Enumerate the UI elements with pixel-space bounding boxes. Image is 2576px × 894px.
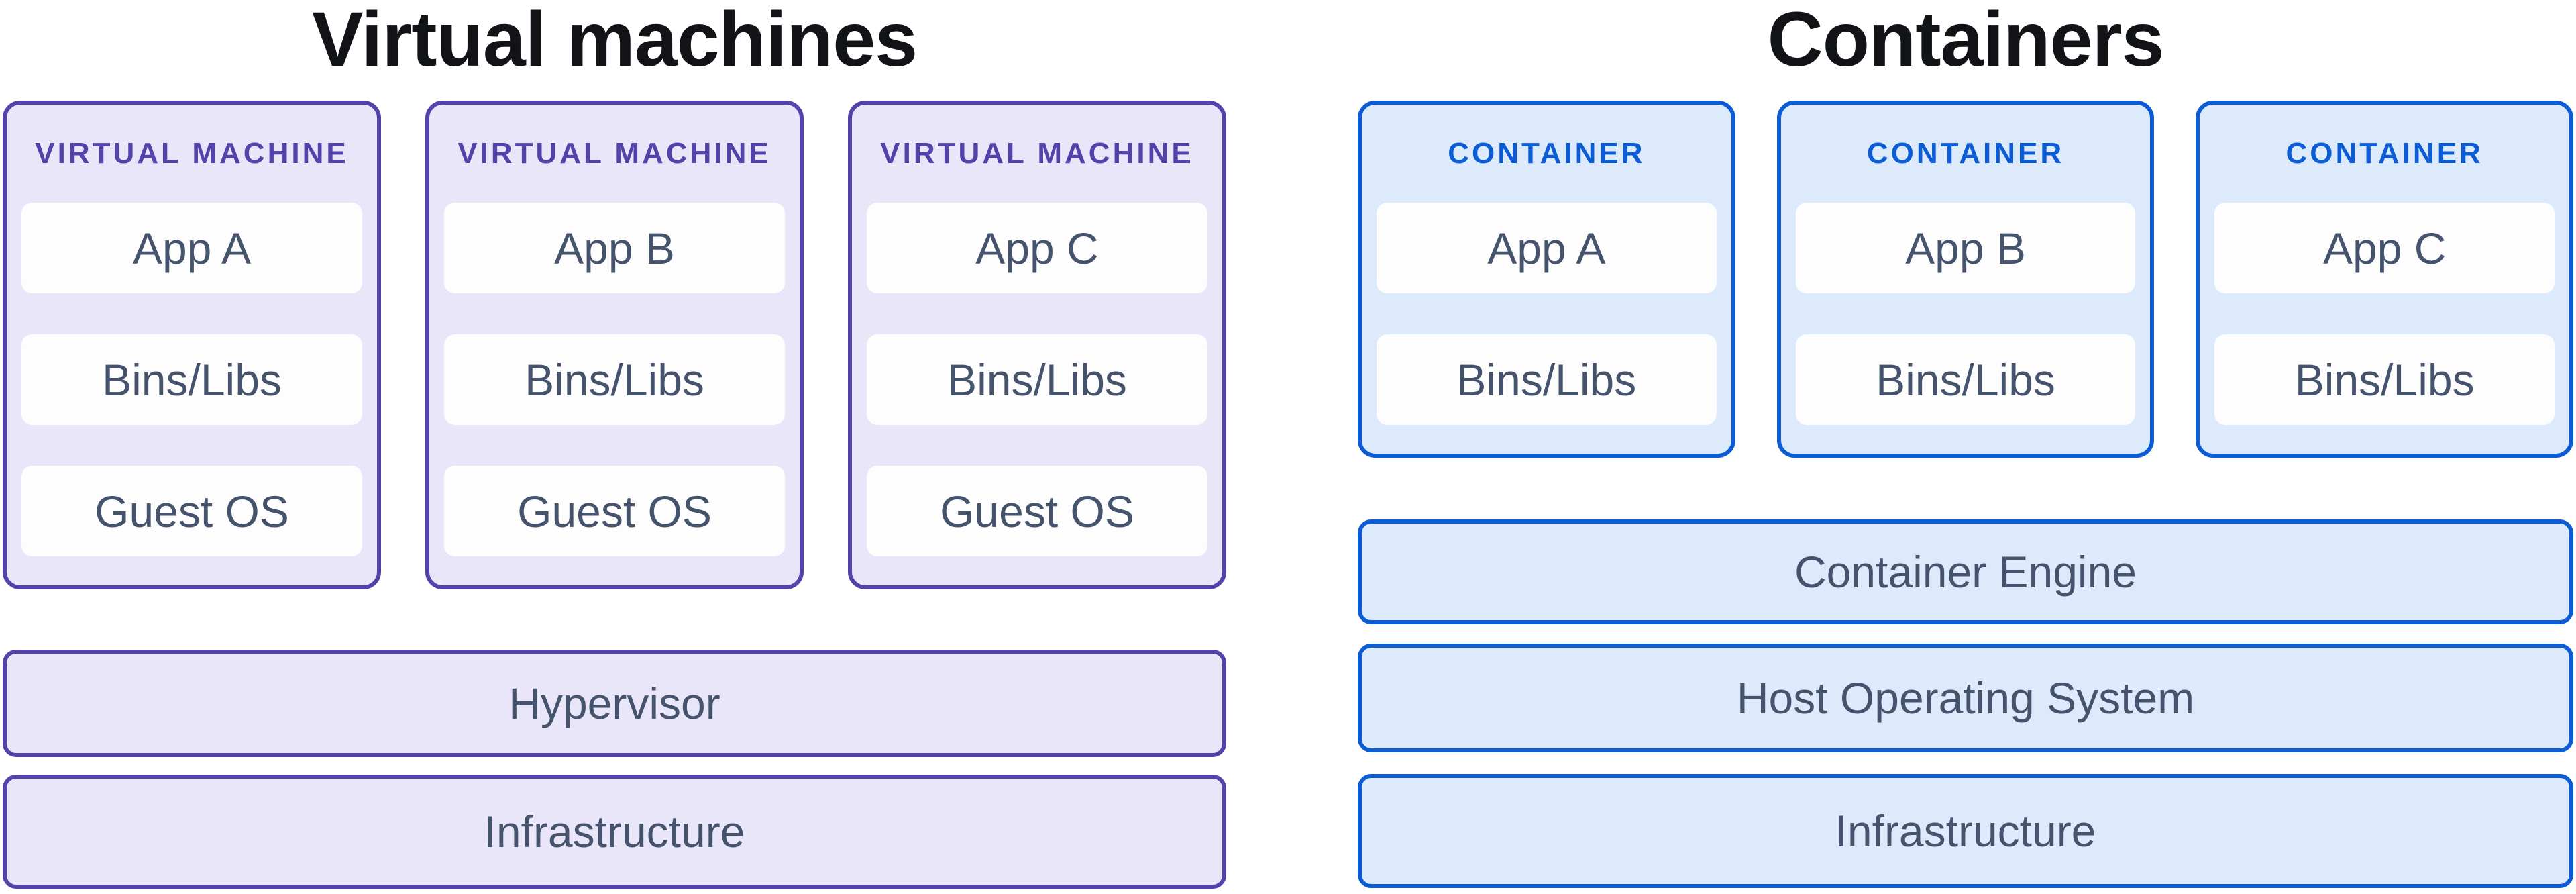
vm-card-3-guestos-box: Guest OS [867,466,1208,556]
vm-card-1: VIRTUAL MACHINE App A Bins/Libs Guest OS [3,101,381,589]
containers-section: Containers CONTAINER App A Bins/Libs CON… [1358,0,2574,894]
hypervisor-bar: Hypervisor [3,650,1226,757]
vm-card-3-header: VIRTUAL MACHINE [880,137,1194,170]
vm-card-2-binslibs-box: Bins/Libs [444,334,785,425]
vm-cards-row: VIRTUAL MACHINE App A Bins/Libs Guest OS… [3,101,1226,589]
vm-card-1-guestos-box: Guest OS [21,466,362,556]
vm-card-2-app-box: App B [444,203,785,293]
vm-card-2-header: VIRTUAL MACHINE [458,137,771,170]
vm-card-1-header: VIRTUAL MACHINE [35,137,349,170]
container-card-1-header: CONTAINER [1448,137,1646,170]
containers-title: Containers [1767,0,2165,83]
container-card-2-app-box: App B [1795,203,2136,293]
vm-card-2: VIRTUAL MACHINE App B Bins/Libs Guest OS [425,101,804,589]
container-card-2: CONTAINER App B Bins/Libs [1776,101,2155,458]
container-card-3-app-box: App C [2214,203,2555,293]
host-operating-system-bar: Host Operating System [1358,644,2573,752]
virtual-machines-section: Virtual machines VIRTUAL MACHINE App A B… [3,0,1226,894]
vm-card-3: VIRTUAL MACHINE App C Bins/Libs Guest OS [848,101,1226,589]
virtual-machines-title: Virtual machines [311,0,918,83]
vm-card-3-binslibs-box: Bins/Libs [867,334,1208,425]
vm-infrastructure-bar: Infrastructure [3,775,1226,889]
vm-card-1-binslibs-box: Bins/Libs [21,334,362,425]
container-card-1-app-box: App A [1377,203,1717,293]
container-card-1: CONTAINER App A Bins/Libs [1358,101,1735,458]
container-card-2-header: CONTAINER [1866,137,2065,170]
vm-card-1-app-box: App A [21,203,362,293]
vm-card-2-guestos-box: Guest OS [444,466,785,556]
container-card-3-header: CONTAINER [2286,137,2483,170]
container-engine-bar: Container Engine [1358,519,2573,624]
container-card-1-binslibs-box: Bins/Libs [1377,334,1717,425]
container-card-3-binslibs-box: Bins/Libs [2214,334,2555,425]
container-cards-row: CONTAINER App A Bins/Libs CONTAINER App … [1358,101,2574,458]
container-card-3: CONTAINER App C Bins/Libs [2196,101,2574,458]
container-infrastructure-bar: Infrastructure [1358,774,2573,888]
vm-card-3-app-box: App C [867,203,1208,293]
container-card-2-binslibs-box: Bins/Libs [1795,334,2136,425]
